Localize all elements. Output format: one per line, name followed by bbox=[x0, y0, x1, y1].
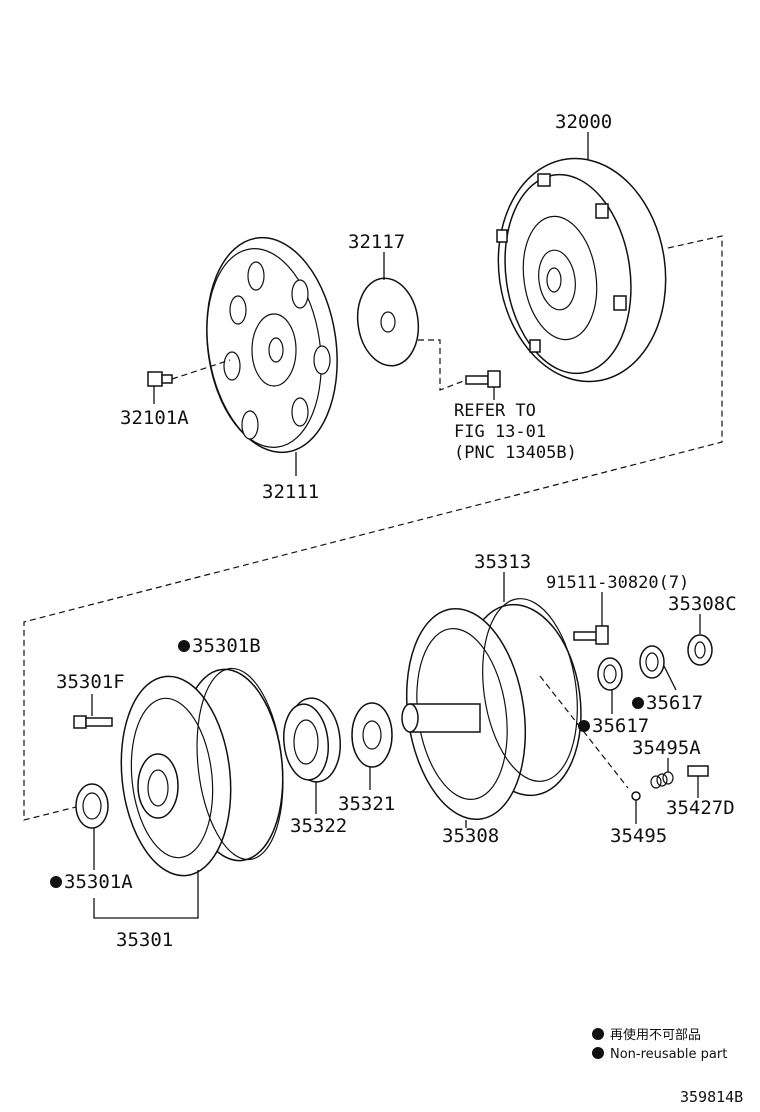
legend-jp: 再使用不可部品 bbox=[610, 1027, 701, 1043]
label-32111: 32111 bbox=[262, 481, 319, 503]
refer-line-3: (PNC 13405B) bbox=[454, 443, 577, 463]
refer-line-2: FIG 13-01 bbox=[454, 422, 546, 442]
legend-en: Non-reusable part bbox=[610, 1047, 727, 1062]
legend-dot-en bbox=[592, 1047, 604, 1059]
label-32101A: 32101A bbox=[120, 407, 189, 429]
label-35301A: 35301A bbox=[64, 871, 133, 893]
legend-dot-jp bbox=[592, 1028, 604, 1040]
drive-gear-35321[interactable] bbox=[351, 702, 393, 768]
driven-gear-35322[interactable] bbox=[280, 696, 344, 785]
bolt-35301F[interactable] bbox=[73, 715, 113, 729]
label-91511-30820: 91511-30820(7) bbox=[546, 573, 689, 593]
converter-bolt[interactable] bbox=[465, 370, 501, 388]
label-35301F: 35301F bbox=[56, 671, 125, 693]
spring-35495A[interactable] bbox=[650, 771, 674, 789]
label-35308: 35308 bbox=[442, 825, 499, 847]
label-35495: 35495 bbox=[610, 825, 667, 847]
label-32000: 32000 bbox=[555, 111, 612, 133]
label-35495A: 35495A bbox=[632, 737, 701, 759]
torque-converter-32000[interactable] bbox=[484, 148, 680, 393]
drive-plate-32111[interactable] bbox=[194, 229, 351, 461]
gasket-35313[interactable] bbox=[472, 592, 589, 787]
check-ball-35495[interactable] bbox=[631, 791, 641, 801]
refer-line-1: REFER TO bbox=[454, 401, 536, 421]
bolt-32101A[interactable] bbox=[147, 371, 173, 387]
non-reusable-dot-35301B bbox=[178, 640, 190, 652]
bushing-35308C[interactable] bbox=[687, 634, 713, 666]
oil-pump-body-35301[interactable] bbox=[112, 664, 292, 881]
label-35617-a: 35617 bbox=[592, 715, 649, 737]
bolt-91511-30820[interactable] bbox=[573, 625, 609, 645]
label-35427D: 35427D bbox=[666, 797, 735, 819]
oil-seal-35301A[interactable] bbox=[75, 783, 109, 829]
non-reusable-dot-35301A bbox=[50, 876, 62, 888]
label-35301: 35301 bbox=[116, 929, 173, 951]
figure-code: 359814B bbox=[680, 1088, 743, 1106]
label-35617-b: 35617 bbox=[646, 692, 703, 714]
non-reusable-dot-35617-a bbox=[578, 720, 590, 732]
plug-35427D[interactable] bbox=[687, 765, 709, 777]
label-35308C: 35308C bbox=[668, 593, 737, 615]
seal-ring-35617-a[interactable] bbox=[597, 657, 623, 691]
label-35313: 35313 bbox=[474, 551, 531, 573]
non-reusable-dot-35617-b bbox=[632, 697, 644, 709]
seal-ring-35617-b[interactable] bbox=[639, 645, 665, 679]
label-35301B: 35301B bbox=[192, 635, 261, 657]
label-32117: 32117 bbox=[348, 231, 405, 253]
o-ring-35301B[interactable] bbox=[188, 664, 292, 864]
shim-plate-32117[interactable] bbox=[352, 274, 424, 369]
label-35321: 35321 bbox=[338, 793, 395, 815]
label-35322: 35322 bbox=[290, 815, 347, 837]
stator-shaft-35308[interactable] bbox=[394, 597, 593, 827]
